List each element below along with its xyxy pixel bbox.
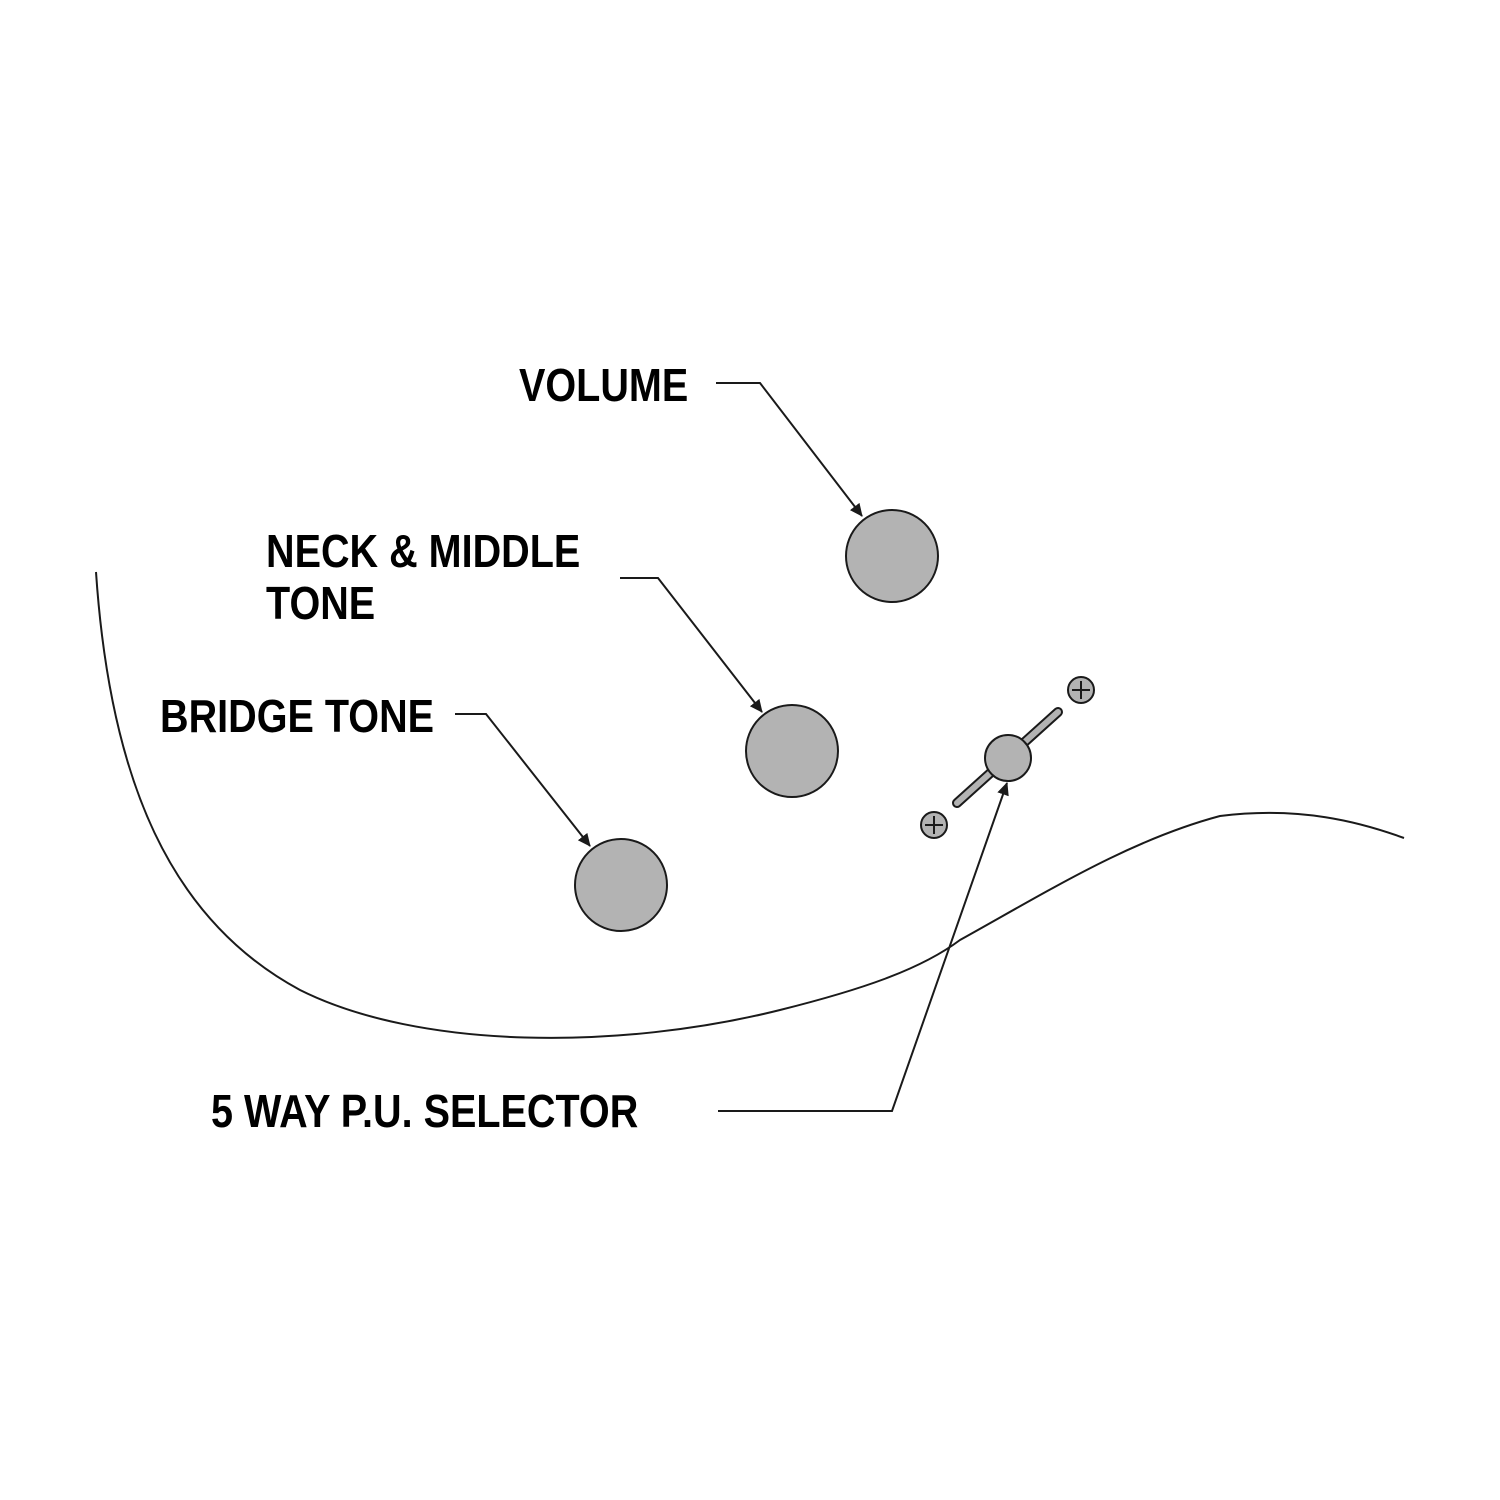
volume-label: VOLUME — [519, 359, 689, 411]
screw-icon-top — [1067, 676, 1095, 704]
neck-middle-tone-label-line1: NECK & MIDDLE — [266, 525, 581, 577]
neck-middle-tone-label-line2: TONE — [266, 577, 376, 629]
neck-middle-tone-knob-icon — [745, 704, 839, 798]
bridge-tone-leader-arrow — [455, 713, 591, 847]
neck-middle-tone-leader-arrow — [620, 577, 763, 713]
guitar-body-outline — [95, 571, 1405, 1039]
screw-icon-bottom — [920, 811, 948, 839]
bridge-tone-knob-icon — [574, 838, 668, 932]
neck-middle-tone-label: NECK & MIDDLE TONE — [266, 525, 580, 629]
pickup-selector-label: 5 WAY P.U. SELECTOR — [211, 1085, 639, 1137]
volume-knob-icon — [845, 509, 939, 603]
selector-leader-arrow — [718, 782, 1009, 1112]
bridge-tone-label: BRIDGE TONE — [160, 690, 435, 742]
volume-leader-arrow — [716, 382, 863, 517]
selector-switch-icon — [952, 707, 1063, 808]
